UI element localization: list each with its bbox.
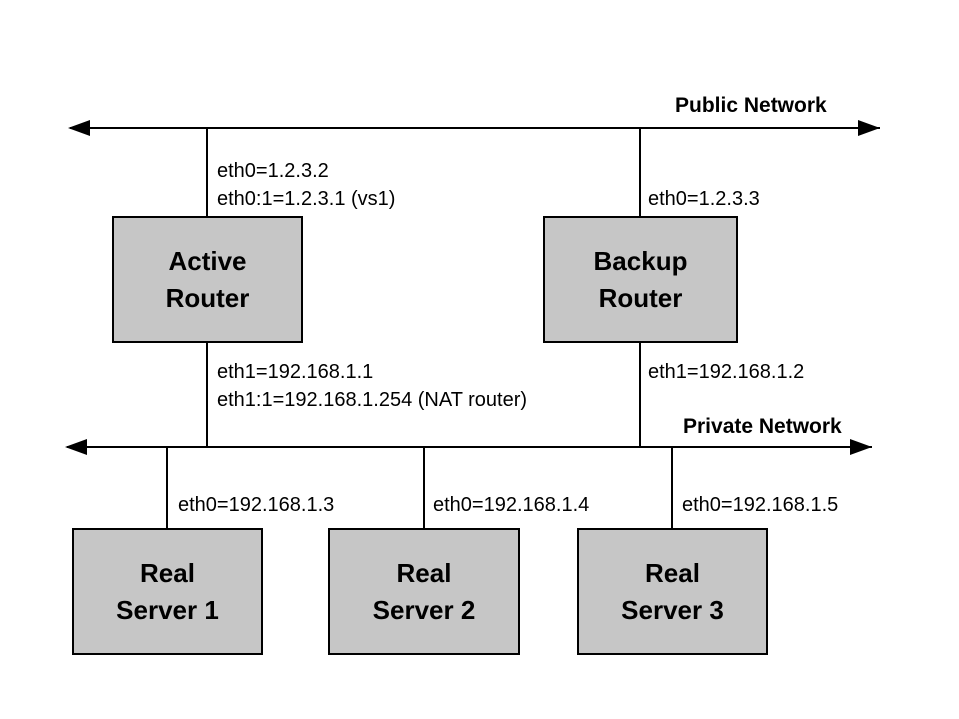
- backup-router-public-eth0-label: eth0=1.2.3.3: [648, 188, 760, 210]
- private-bus-right-arrow-icon: [850, 439, 872, 455]
- real-server-2-connector: [423, 448, 425, 528]
- real-server-1-label-line1: Real: [140, 557, 195, 588]
- active-router-public-eth0-label: eth0=1.2.3.2: [217, 160, 329, 182]
- real-server-2-label-line2: Server 2: [372, 594, 476, 625]
- active-router-node: Active Router: [112, 216, 303, 343]
- public-bus-left-arrow-icon: [68, 120, 90, 136]
- private-network-label: Private Network: [683, 415, 842, 438]
- backup-router-label-line1: Backup: [593, 245, 688, 276]
- real-server-3-node: Real Server 3: [577, 528, 768, 655]
- real-server-3-label-line1: Real: [645, 557, 700, 588]
- real-server-2-node: Real Server 2: [328, 528, 520, 655]
- real-server-2-label-line1: Real: [396, 557, 452, 588]
- real-server-3-eth0-label: eth0=192.168.1.5: [682, 494, 839, 516]
- backup-router-private-eth1-label: eth1=192.168.1.2: [648, 361, 805, 383]
- real-server-1-node: Real Server 1: [72, 528, 263, 655]
- public-network-label: Public Network: [675, 94, 827, 117]
- public-bus-right-arrow-icon: [858, 120, 880, 136]
- active-router-private-alias-label: eth1:1=192.168.1.254 (NAT router): [217, 389, 528, 411]
- active-router-public-connector: [206, 128, 208, 216]
- real-server-1-connector: [166, 448, 168, 528]
- real-server-1-label-line2: Server 1: [116, 594, 219, 625]
- active-router-private-eth1-label: eth1=192.168.1.1: [217, 361, 374, 383]
- active-router-private-connector: [206, 343, 208, 448]
- private-bus-left-arrow-icon: [65, 439, 87, 455]
- backup-router-private-connector: [639, 343, 641, 448]
- active-router-label-line2: Router: [165, 282, 250, 313]
- backup-router-public-connector: [639, 128, 641, 216]
- active-router-label-line1: Active: [168, 245, 247, 276]
- real-server-2-eth0-label: eth0=192.168.1.4: [433, 494, 590, 516]
- active-router-public-alias-label: eth0:1=1.2.3.1 (vs1): [217, 188, 396, 210]
- real-server-1-eth0-label: eth0=192.168.1.3: [178, 494, 335, 516]
- backup-router-label-line2: Router: [598, 282, 683, 313]
- real-server-3-label-line2: Server 3: [621, 594, 724, 625]
- backup-router-node: Backup Router: [543, 216, 738, 343]
- real-server-3-connector: [671, 448, 673, 528]
- private-network-bus-line: [67, 446, 872, 448]
- public-network-bus-line: [70, 127, 880, 129]
